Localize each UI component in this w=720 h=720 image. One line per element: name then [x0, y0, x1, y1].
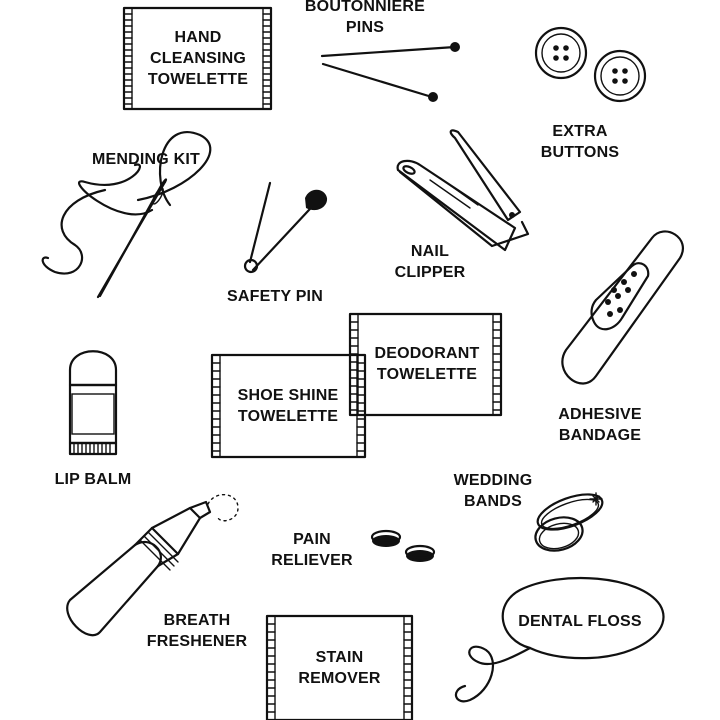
nail-clipper-label: NAIL CLIPPER: [380, 241, 480, 283]
stain-remover-label: STAIN REMOVER: [277, 647, 402, 689]
needle-thread-icon: [41, 131, 212, 299]
stain-remover-label-line1: STAIN: [315, 649, 364, 666]
breath-freshener-label: BREATH FRESHENER: [140, 610, 254, 652]
adhesive-bandage-label-line2: BANDAGE: [558, 427, 642, 444]
wedding-rings-icon: [534, 492, 604, 552]
safety-pin-label-line1: SAFETY PIN: [227, 288, 323, 305]
mending-kit-label-line1: MENDING KIT: [92, 151, 200, 168]
lip-balm-label: LIP BALM: [43, 469, 143, 490]
floss-icon: [454, 576, 665, 703]
dental-floss-label: DENTAL FLOSS: [510, 611, 650, 632]
shoe-shine-label-line1: SHOE SHINE: [237, 387, 339, 404]
pain-reliever-label-line1: PAIN: [293, 531, 331, 548]
lip-balm-label-line1: LIP BALM: [54, 471, 132, 488]
hand-towelette-packet-icon: [122, 6, 273, 111]
nail-clipper-icon: [396, 129, 530, 252]
boutonniere-label-line2: PINS: [345, 19, 385, 36]
mending-kit-label: MENDING KIT: [78, 149, 214, 170]
hand-towelette-label-line3: TOWELETTE: [147, 71, 249, 88]
pain-reliever-label-line2: RELIEVER: [271, 552, 353, 569]
nail-clipper-label-line1: NAIL: [410, 243, 450, 260]
boutonniere-label: BOUTONNIERE PINS: [300, 0, 430, 38]
pain-reliever-label: PAIN RELIEVER: [262, 529, 362, 571]
adhesive-bandage-label-line1: ADHESIVE: [558, 406, 642, 423]
wedding-bands-label-line1: WEDDING: [453, 472, 533, 489]
breath-freshener-label-line1: BREATH: [163, 612, 231, 629]
shoe-shine-label-line2: TOWELETTE: [237, 408, 339, 425]
hand-towelette-label-line1: HAND: [174, 29, 222, 46]
deodorant-towelette-packet-icon: [348, 312, 503, 417]
boutonniere-label-line1: BOUTONNIERE: [304, 0, 426, 15]
dropper-bottle-icon: [66, 494, 239, 637]
extra-buttons-label: EXTRA BUTTONS: [525, 121, 635, 163]
hand-towelette-label-line2: CLEANSING: [149, 50, 247, 67]
extra-buttons-icon: [534, 26, 647, 103]
bandage-icon: [561, 230, 684, 385]
deodorant-label: DEODORANT TOWELETTE: [362, 343, 492, 385]
hand-towelette-label: HAND CLEANSING TOWELETTE: [133, 27, 263, 90]
stain-remover-packet-icon: [265, 614, 414, 720]
lip-balm-icon: [68, 350, 118, 456]
safety-pin-icon: [243, 181, 328, 274]
extra-buttons-label-line1: EXTRA: [552, 123, 608, 140]
dental-floss-label-line1: DENTAL FLOSS: [518, 613, 642, 630]
breath-freshener-label-line2: FRESHENER: [146, 633, 248, 650]
deodorant-label-line1: DEODORANT: [374, 345, 480, 362]
extra-buttons-label-line2: BUTTONS: [540, 144, 620, 161]
nail-clipper-label-line2: CLIPPER: [394, 264, 466, 281]
safety-pin-label: SAFETY PIN: [215, 286, 335, 307]
boutonniere-pins-icon: [320, 42, 460, 102]
stain-remover-label-line2: REMOVER: [298, 670, 381, 687]
wedding-bands-label: WEDDING BANDS: [440, 470, 546, 512]
shoe-shine-towelette-packet-icon: [210, 353, 367, 459]
shoe-shine-label: SHOE SHINE TOWELETTE: [222, 385, 354, 427]
pills-icon: [370, 529, 436, 562]
adhesive-bandage-label: ADHESIVE BANDAGE: [540, 404, 660, 446]
wedding-bands-label-line2: BANDS: [464, 493, 522, 510]
deodorant-label-line2: TOWELETTE: [376, 366, 478, 383]
